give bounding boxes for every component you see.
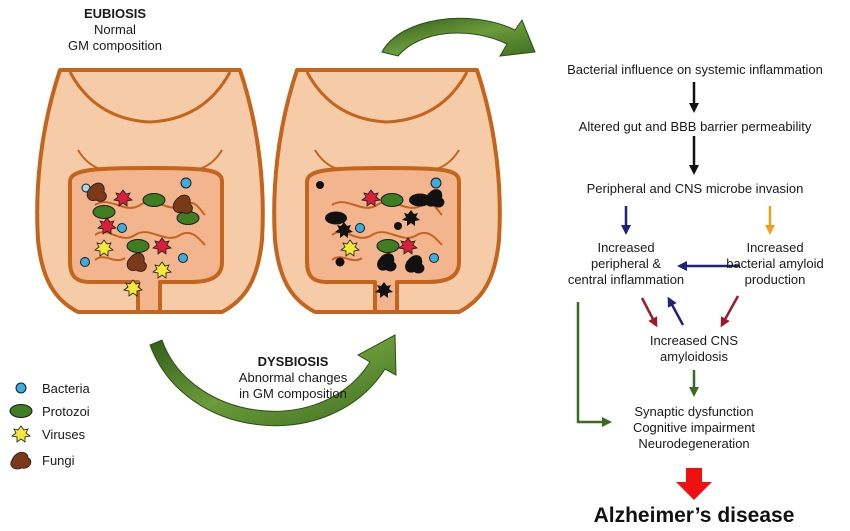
- legend-fungi-label: Fungi: [42, 453, 75, 468]
- protozoi-icon: [9, 404, 33, 418]
- legend-viruses-label: Viruses: [42, 427, 86, 442]
- dysbiosis-line-1: Abnormal changes: [238, 370, 348, 385]
- inflammation-line-2: peripheral &: [590, 256, 662, 271]
- top-curved-arrow: [381, 17, 536, 57]
- eubiosis-line-1: Normal: [94, 22, 136, 37]
- torso-dysbiosis: [272, 68, 502, 314]
- arrow-amyloid-to-cns: [720, 295, 740, 328]
- arrow-outcomes-to-final: [676, 468, 712, 500]
- amyloid-line-3: production: [744, 272, 806, 287]
- alzheimers-label: Alzheimer’s disease: [593, 504, 795, 527]
- dysbiosis-title: DYSBIOSIS: [257, 354, 329, 369]
- eubiosis-line-2: GM composition: [68, 38, 162, 53]
- arrow-inflammation-to-cns: [640, 297, 658, 328]
- outcomes-node: Synaptic dysfunction Cognitive impairmen…: [604, 404, 784, 452]
- outcome-synaptic: Synaptic dysfunction: [634, 404, 754, 419]
- arrow-cns-to-inflammation: [667, 296, 685, 326]
- virus-icon: [11, 425, 31, 443]
- bottom-curved-arrow: [149, 334, 397, 426]
- flow-step-1: Bacterial influence on systemic inflamma…: [567, 62, 823, 77]
- legend-protozoi-label: Protozoi: [42, 404, 90, 419]
- outcome-neurodegeneration: Neurodegeneration: [638, 436, 750, 451]
- flow-step-2: Altered gut and BBB barrier permeability: [578, 119, 812, 134]
- inflammation-line-3: central inflammation: [567, 272, 685, 287]
- outcome-cognitive: Cognitive impairment: [632, 420, 756, 435]
- eubiosis-title: EUBIOSIS: [83, 6, 147, 21]
- fungi-icon: [10, 451, 32, 470]
- inflammation-node: Increased peripheral & central inflammat…: [546, 240, 706, 288]
- amyloid-production-node: Increased bacterial amyloid production: [705, 240, 845, 288]
- amyloid-line-2: bacterial amyloid: [726, 256, 824, 271]
- flow-arrows: [576, 82, 775, 500]
- inflammation-line-1: Increased: [597, 240, 655, 255]
- dysbiosis-label: DYSBIOSIS Abnormal changes in GM composi…: [228, 354, 358, 402]
- cns-line-1: Increased CNS: [649, 333, 739, 348]
- legend-bacteria-label: Bacteria: [42, 381, 90, 396]
- eubiosis-label: EUBIOSIS Normal GM composition: [60, 6, 170, 54]
- cns-amyloidosis-node: Increased CNS amyloidosis: [624, 333, 764, 365]
- dysbiosis-line-2: in GM composition: [239, 386, 347, 401]
- torso-eubiosis: [35, 68, 265, 314]
- legend-icons: [9, 382, 33, 470]
- cns-line-2: amyloidosis: [660, 349, 728, 364]
- bacteria-icon: [15, 382, 27, 394]
- flow-step-3: Peripheral and CNS microbe invasion: [586, 181, 804, 196]
- amyloid-line-1: Increased: [746, 240, 804, 255]
- arrow-inflammation-to-outcomes: [576, 302, 612, 427]
